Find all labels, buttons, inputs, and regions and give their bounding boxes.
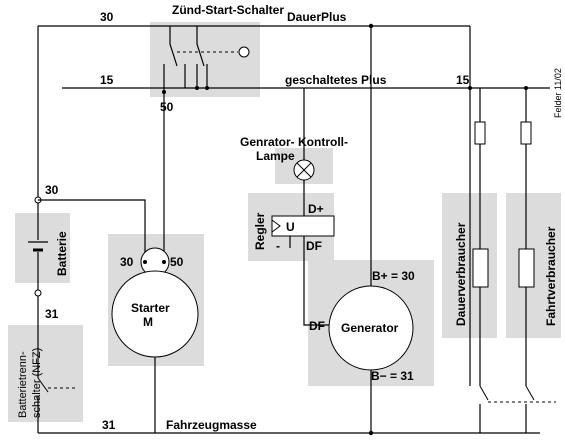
rail-30-number: 30 (100, 10, 114, 24)
battery-minus-terminal: 31 (45, 307, 59, 321)
regulator-minus: - (276, 239, 280, 253)
regulator-df: DF (306, 239, 322, 253)
regulator-label: Regler (253, 212, 267, 250)
lamp-label-1: Genrator- Kontroll- (240, 135, 348, 149)
fuse-icon (474, 121, 486, 145)
battery-switch-blade (37, 377, 49, 393)
starter-label-2: M (143, 315, 153, 329)
generator-df: DF (309, 319, 325, 333)
battery-switch-label-1: Batterietrenn- (17, 351, 29, 418)
rail-31-label: Fahrzeugmasse (166, 418, 257, 432)
lamp-label-2: Lampe (256, 149, 295, 163)
regulator-u-block (271, 215, 335, 237)
regulator-u: U (286, 220, 295, 234)
driving-consumer-label: Fahrtverbraucher (544, 226, 558, 326)
battery-box (15, 213, 70, 283)
note: Felder 11/02 (553, 68, 563, 118)
rail-15-label: geschaltetes Plus (285, 73, 387, 87)
starter-terminal-30: 30 (120, 255, 134, 269)
rail-31-number: 31 (102, 418, 116, 432)
regulator-d-plus: D+ (308, 202, 324, 216)
battery-plus-terminal: 30 (45, 183, 59, 197)
driving-consumer-resistor (518, 248, 535, 288)
permanent-consumer-label: Dauerverbraucher (454, 222, 468, 326)
generator-b-plus: B+ = 30 (372, 269, 415, 283)
starter-label-1: Starter (131, 301, 170, 315)
rail-30-label: DauerPlus (287, 10, 347, 24)
ignition-switch-title: Zünd-Start-Schalter (172, 3, 284, 17)
generator-label: Generator (341, 321, 399, 335)
battery-minus-node (34, 289, 42, 297)
permanent-consumer-resistor (472, 248, 489, 288)
starter-terminal-50: 50 (170, 255, 184, 269)
key-icon (238, 46, 250, 58)
terminal-50-label: 50 (160, 100, 174, 114)
battery-switch-box (8, 325, 83, 422)
generator-b-minus: B− = 31 (371, 369, 414, 383)
battery-switch-label-2: schalter (NFZ) (31, 348, 43, 418)
ignition-switch-box (150, 22, 260, 97)
fuse-icon (520, 121, 532, 145)
rail-15-number-right: 15 (456, 73, 470, 87)
battery-label: Batterie (55, 231, 69, 276)
rail-15-number-left: 15 (100, 73, 114, 87)
